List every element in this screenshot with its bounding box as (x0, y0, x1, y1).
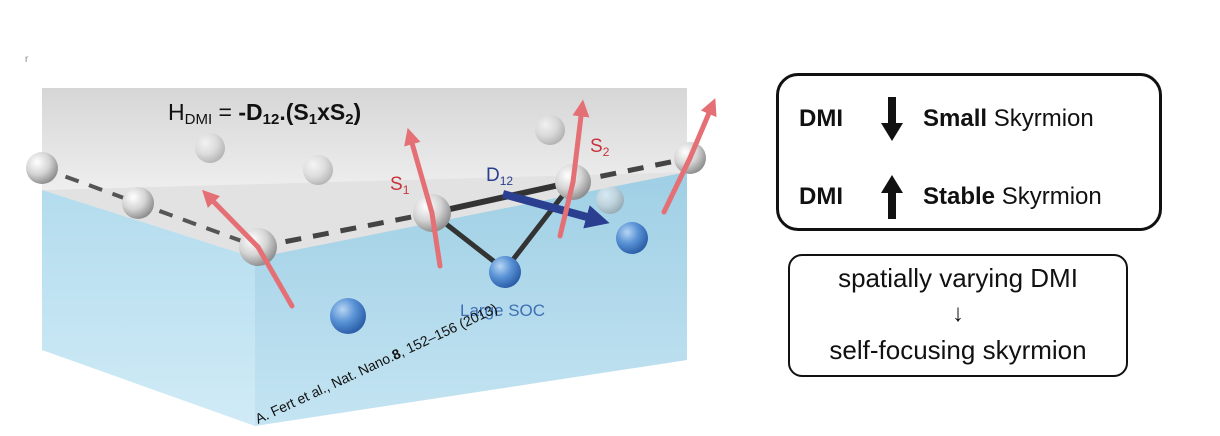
dmi-label: DMI (799, 183, 843, 210)
substrate (42, 172, 687, 426)
spin-label-s2: S2 (590, 136, 610, 159)
self-focusing-box: spatially varying DMI ↓ self-focusing sk… (788, 254, 1128, 377)
arrow-down-icon (861, 97, 923, 141)
stable-skyrmion-text: Stable Skyrmion (923, 183, 1102, 210)
dmi-illustration: HDMI = -D12.(S1xS2) S1 S2 D12 Large SOC … (25, 54, 717, 427)
spatially-varying-dmi-text: spatially varying DMI (838, 263, 1078, 293)
substrate-atoms (330, 222, 648, 334)
arrow-down-icon: ↓ (952, 300, 964, 327)
dmi-vector-label: D12 (486, 165, 513, 188)
dmi-label: DMI (799, 105, 843, 132)
self-focusing-skyrmion-text: self-focusing skyrmion (829, 335, 1087, 365)
spin-arrows (202, 98, 717, 309)
soc-label: Large SOC (460, 301, 545, 320)
spin-label-s1: S1 (390, 174, 410, 197)
arrow-up-icon (861, 175, 923, 219)
dmi-increase-row: DMI Stable Skyrmion (799, 172, 1102, 222)
dmi-effect-box: DMI Small Skyrmion DMI Stable Skyrmion (776, 73, 1162, 231)
dmi-hamiltonian: HDMI = -D12.(S1xS2) (168, 99, 361, 128)
dmi-vector-arrow (501, 190, 610, 229)
small-skyrmion-text: Small Skyrmion (923, 105, 1094, 132)
dmi-decrease-row: DMI Small Skyrmion (799, 94, 1094, 144)
stray-mark: r (25, 54, 29, 65)
